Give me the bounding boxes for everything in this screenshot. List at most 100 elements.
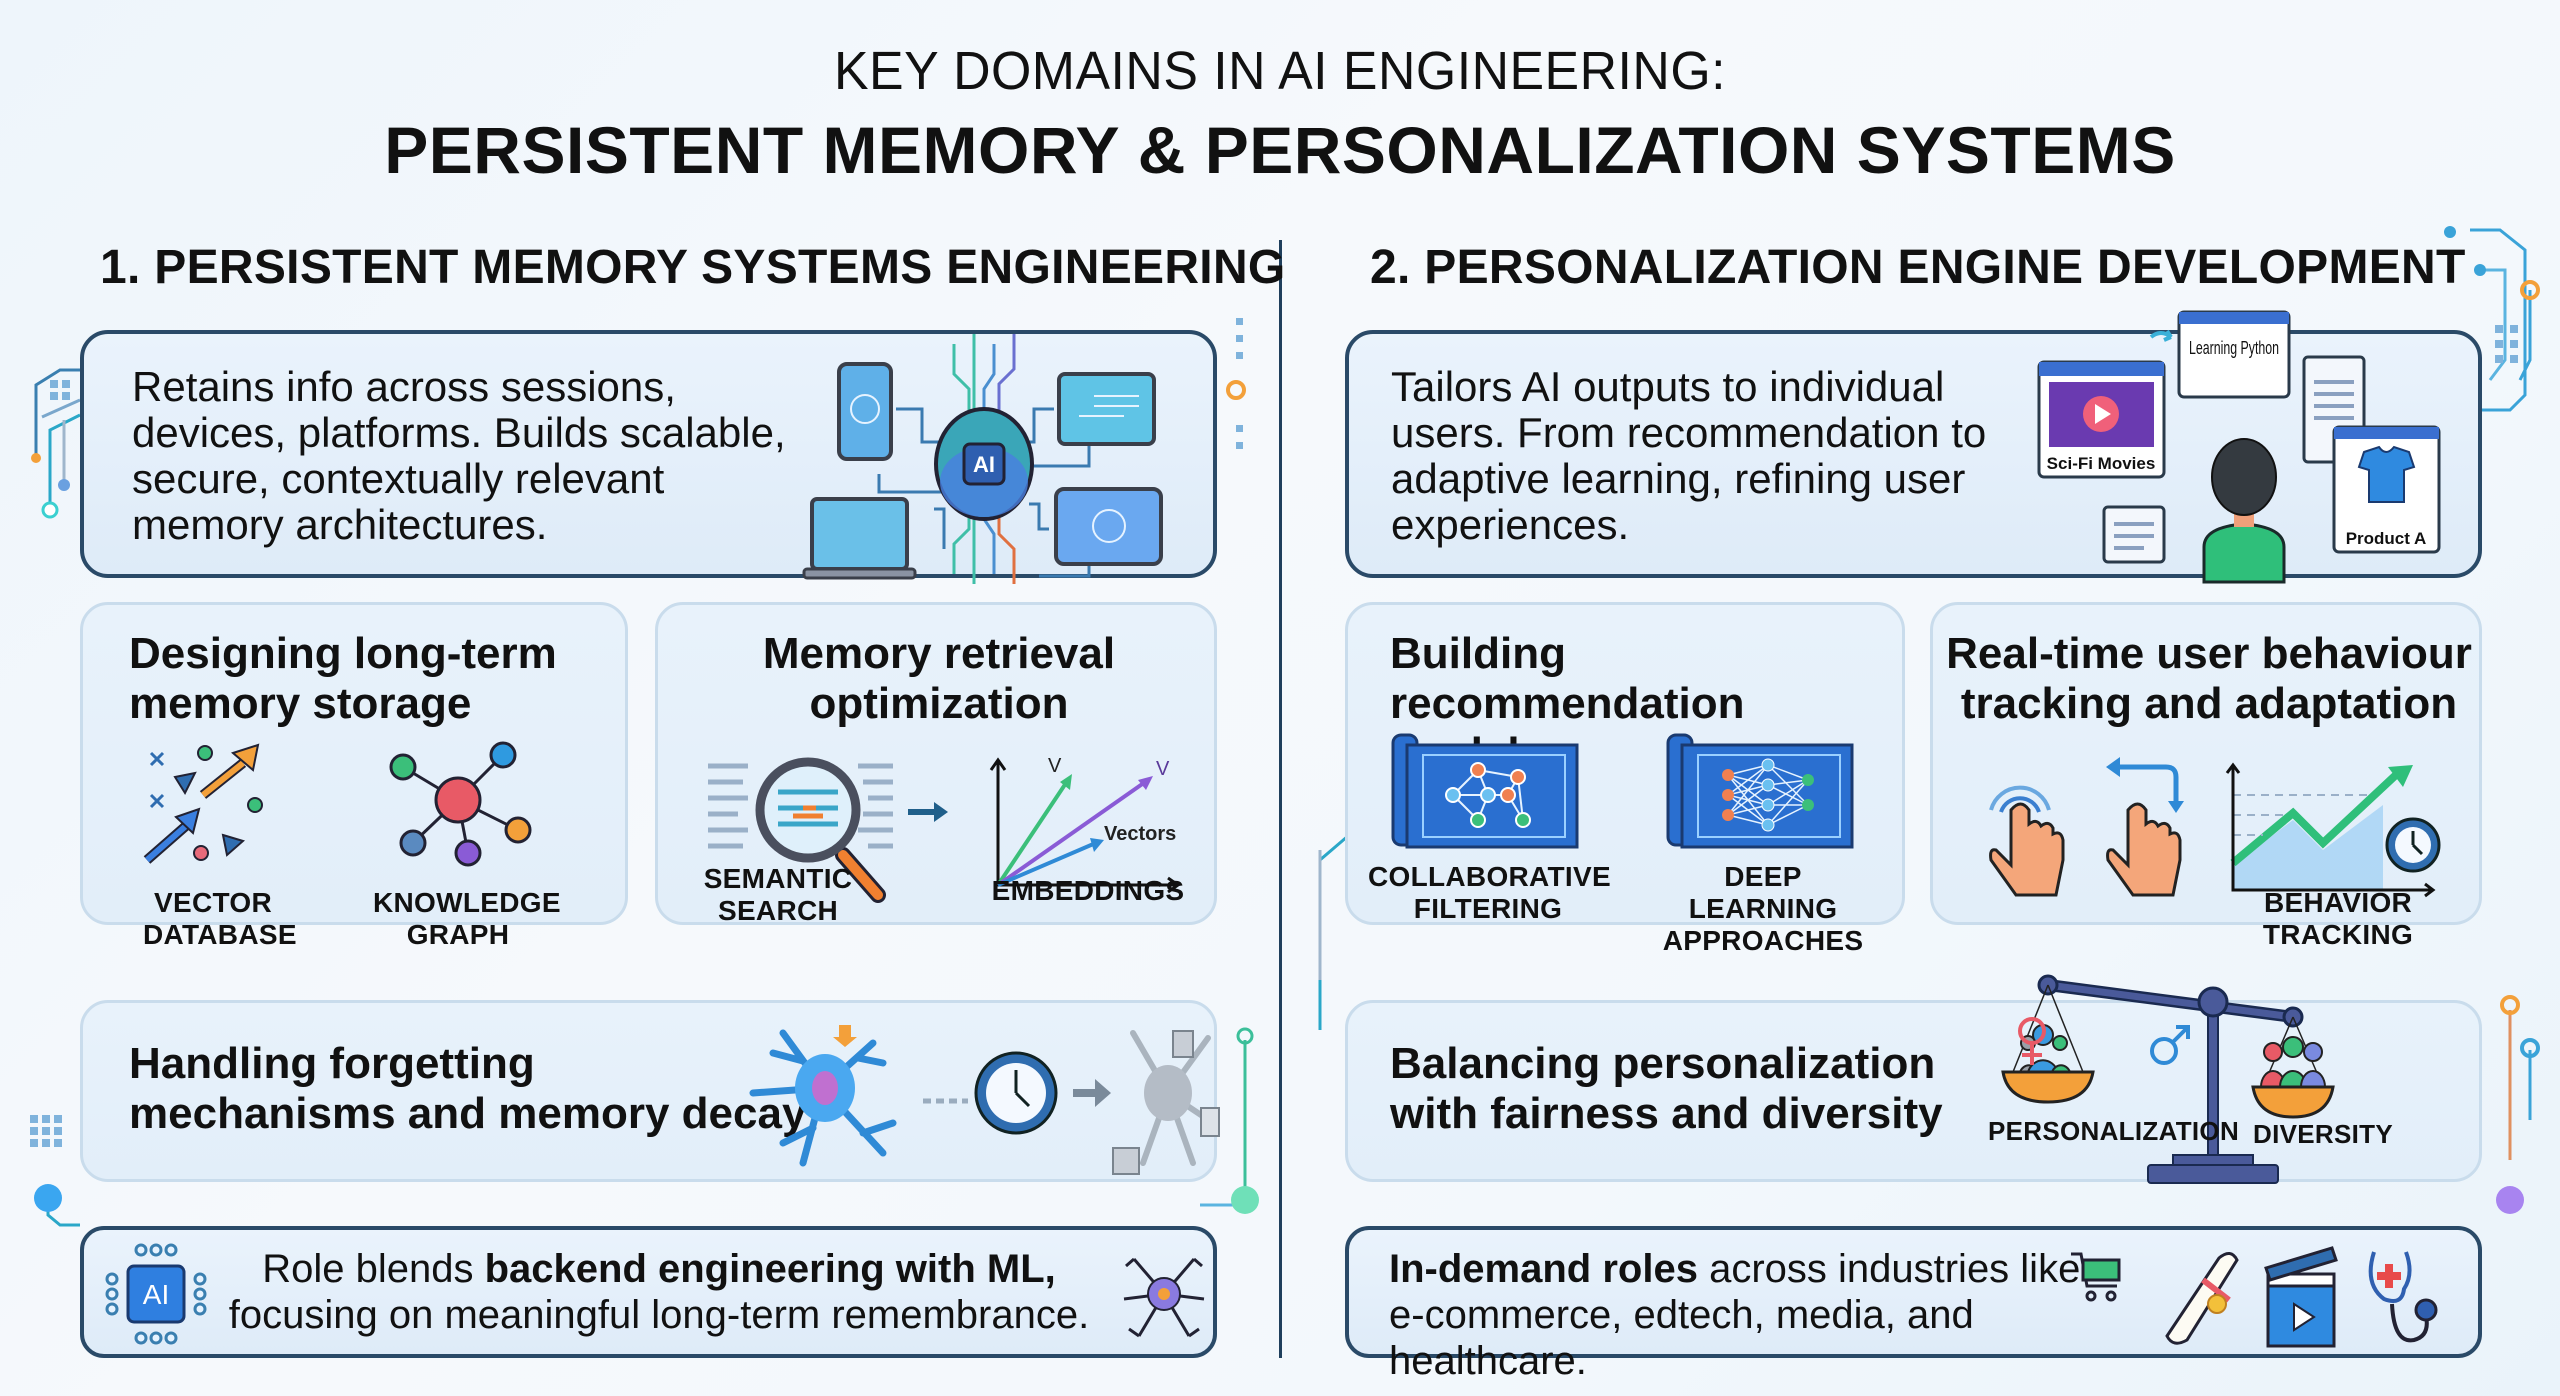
intro-line: adaptive learning, refining user <box>1391 455 1966 502</box>
rec-card-scifi: Sci-Fi Movies <box>2047 454 2156 473</box>
female-symbol-icon <box>2018 1017 2046 1065</box>
section-1-footer-text: Role blends backend engineering with ML,… <box>204 1246 1114 1338</box>
intro-line: Retains info across sessions, <box>132 363 676 410</box>
section-2-heading: 2. PERSONALIZATION ENGINE DEVELOPMENT <box>1370 241 2466 294</box>
card-title: Handling forgetting mechanisms and memor… <box>129 1039 806 1139</box>
ai-brain-connected-devices-icon: AI <box>802 334 1163 584</box>
embeddings-label: EMBEDDINGS <box>991 875 1185 906</box>
deep-learning-label: DEEP LEARNING APPROACHES <box>1648 861 1878 957</box>
behavior-tracking-label: BEHAVIOR TRACKING <box>2262 887 2414 950</box>
stethoscope-icon <box>2368 1251 2438 1343</box>
card-title-line: mechanisms and memory decay <box>129 1089 807 1138</box>
label-line: SEMANTIC <box>703 863 853 894</box>
knowledge-graph-label: KNOWLEDGE GRAPH <box>373 887 561 951</box>
swipe-gesture-icon <box>2106 757 2184 897</box>
card-title: Designing long-term memory storage <box>129 629 557 729</box>
clock-icon <box>974 1051 1058 1135</box>
tap-gesture-icon <box>1989 785 2065 897</box>
knowledge-graph-icon <box>389 741 532 867</box>
label-line: VECTOR <box>154 887 272 918</box>
behavior-trend-chart-icon <box>2225 762 2441 898</box>
intro-line: users. From recommendation to <box>1391 409 1987 456</box>
vector-database-icon <box>143 743 263 864</box>
collaborative-filtering-label: COLLABORATIVE FILTERING <box>1368 861 1611 925</box>
label-line: FILTERING <box>1413 893 1563 924</box>
intro-line: Tailors AI outputs to individual <box>1391 363 1945 410</box>
neuron-icon <box>749 1025 897 1167</box>
label-line: COLLABORATIVE <box>1368 861 1611 892</box>
footer-plain: across industries like <box>1697 1247 2081 1291</box>
ai-badge: AI <box>973 452 995 477</box>
intro-line: devices, platforms. Builds scalable, <box>132 409 786 456</box>
neural-network-blueprint-icon <box>1666 733 1854 849</box>
section-1-intro-text: Retains info across sessions, devices, p… <box>132 364 786 548</box>
section-2-footer-text: In-demand roles across industries like e… <box>1389 1246 2169 1384</box>
shopping-cart-icon <box>2071 1252 2121 1302</box>
scale-label-personalization: PERSONALIZATION <box>1988 1116 2240 1146</box>
footer-line-1: In-demand roles across industries like <box>1389 1246 2169 1292</box>
card-title: Memory retrieval optimization <box>658 629 1220 729</box>
label-line: DEEP LEARNING <box>1688 861 1838 924</box>
semantic-search-label: SEMANTIC SEARCH <box>698 863 858 927</box>
card-long-term-storage: Designing long-term memory storage VECTO… <box>80 602 628 950</box>
intro-line: experiences. <box>1391 501 1630 548</box>
page-title-line1: KEY DOMAINS IN AI ENGINEERING: <box>833 41 1727 101</box>
arrow-right-icon <box>1073 1079 1111 1107</box>
label-line: KNOWLEDGE <box>373 887 561 918</box>
rec-card-product: Product A <box>2346 529 2427 548</box>
intro-line: memory architectures. <box>132 501 548 548</box>
label-line: GRAPH <box>406 919 510 950</box>
footer-line-2: e-commerce, edtech, media, and healthcar… <box>1389 1293 1974 1383</box>
section-2-intro-card: Tailors AI outputs to individual users. … <box>1345 310 2482 584</box>
chip-label: AI <box>143 1279 169 1310</box>
section-divider <box>1279 240 1282 1358</box>
card-title-line: Building recommendation <box>1390 629 1745 728</box>
card-balancing-fairness: Balancing personalization with fairness … <box>1345 974 2482 1184</box>
section-1-footer-card: AI Role blends backend engineering with … <box>80 1226 1217 1358</box>
faded-neuron-icon <box>1112 1030 1220 1175</box>
vector-label-v1: V <box>1048 755 1062 777</box>
embeddings-vectors-chart-icon: V V Vectors <box>989 755 1181 894</box>
label-line: DATABASE <box>143 919 297 950</box>
page-title-line2: PERSISTENT MEMORY & PERSONALIZATION SYST… <box>384 113 2176 187</box>
footer-bold: In-demand roles <box>1389 1247 1698 1291</box>
ai-chip-icon: AI <box>105 1243 207 1345</box>
label-line: APPROACHES <box>1662 925 1864 956</box>
card-title-line: optimization <box>809 679 1069 728</box>
footer-line-2: focusing on meaningful long-term remembr… <box>228 1293 1090 1337</box>
balance-scale-icon <box>2001 974 2335 1184</box>
male-symbol-icon <box>2150 1025 2190 1065</box>
section-2-intro-text: Tailors AI outputs to individual users. … <box>1391 364 1986 548</box>
card-recommendation-models: Building recommendation models COLLABORA… <box>1345 602 1905 956</box>
card-title-line: memory storage <box>129 679 472 728</box>
card-title-line: Handling forgetting <box>129 1039 535 1088</box>
neuron-icon <box>1123 1257 1205 1338</box>
vector-database-label: VECTOR DATABASE <box>143 887 297 951</box>
rec-card-learning: Learning Python <box>2189 338 2279 358</box>
collaborative-filtering-blueprint-icon <box>1391 733 1579 849</box>
section-2-footer-card: In-demand roles across industries like e… <box>1345 1226 2482 1383</box>
card-title-line: with fairness and diversity <box>1390 1089 1943 1138</box>
label-line: SEARCH <box>717 895 839 926</box>
intro-line: secure, contextually relevant <box>132 455 665 502</box>
card-title-line: Designing long-term <box>129 629 557 678</box>
card-title-line: Real-time user behaviour <box>1946 629 2472 678</box>
vectors-label: Vectors <box>1104 823 1176 845</box>
card-title-line: Balancing personalization <box>1390 1039 1936 1088</box>
card-forgetting-mechanisms: Handling forgetting mechanisms and memor… <box>80 1000 1220 1182</box>
dashed-connector <box>923 1098 968 1104</box>
card-title: Real-time user behaviour tracking and ad… <box>1933 629 2485 729</box>
footer-plain: Role blends <box>262 1247 485 1291</box>
user-with-recommendations-icon: Sci-Fi Movies Learning Python Product A <box>2037 310 2441 584</box>
card-title: Balancing personalization with fairness … <box>1390 1039 1943 1139</box>
section-1-intro-card: Retains info across sessions, devices, p… <box>80 330 1217 584</box>
card-title-line: Memory retrieval <box>762 629 1116 678</box>
footer-bold: backend engineering with ML, <box>484 1247 1056 1291</box>
footer-line-1: Role blends backend engineering with ML, <box>204 1246 1114 1292</box>
section-1-heading: 1. PERSISTENT MEMORY SYSTEMS ENGINEERING <box>100 241 1286 294</box>
vector-label-v2: V <box>1156 758 1170 780</box>
card-memory-retrieval: Memory retrieval optimization SEMANTIC S… <box>655 602 1220 927</box>
semantic-search-magnifier-icon <box>708 757 948 903</box>
card-title-line: tracking and adaptation <box>1960 679 2458 728</box>
card-behaviour-tracking: Real-time user behaviour tracking and ad… <box>1930 602 2485 950</box>
